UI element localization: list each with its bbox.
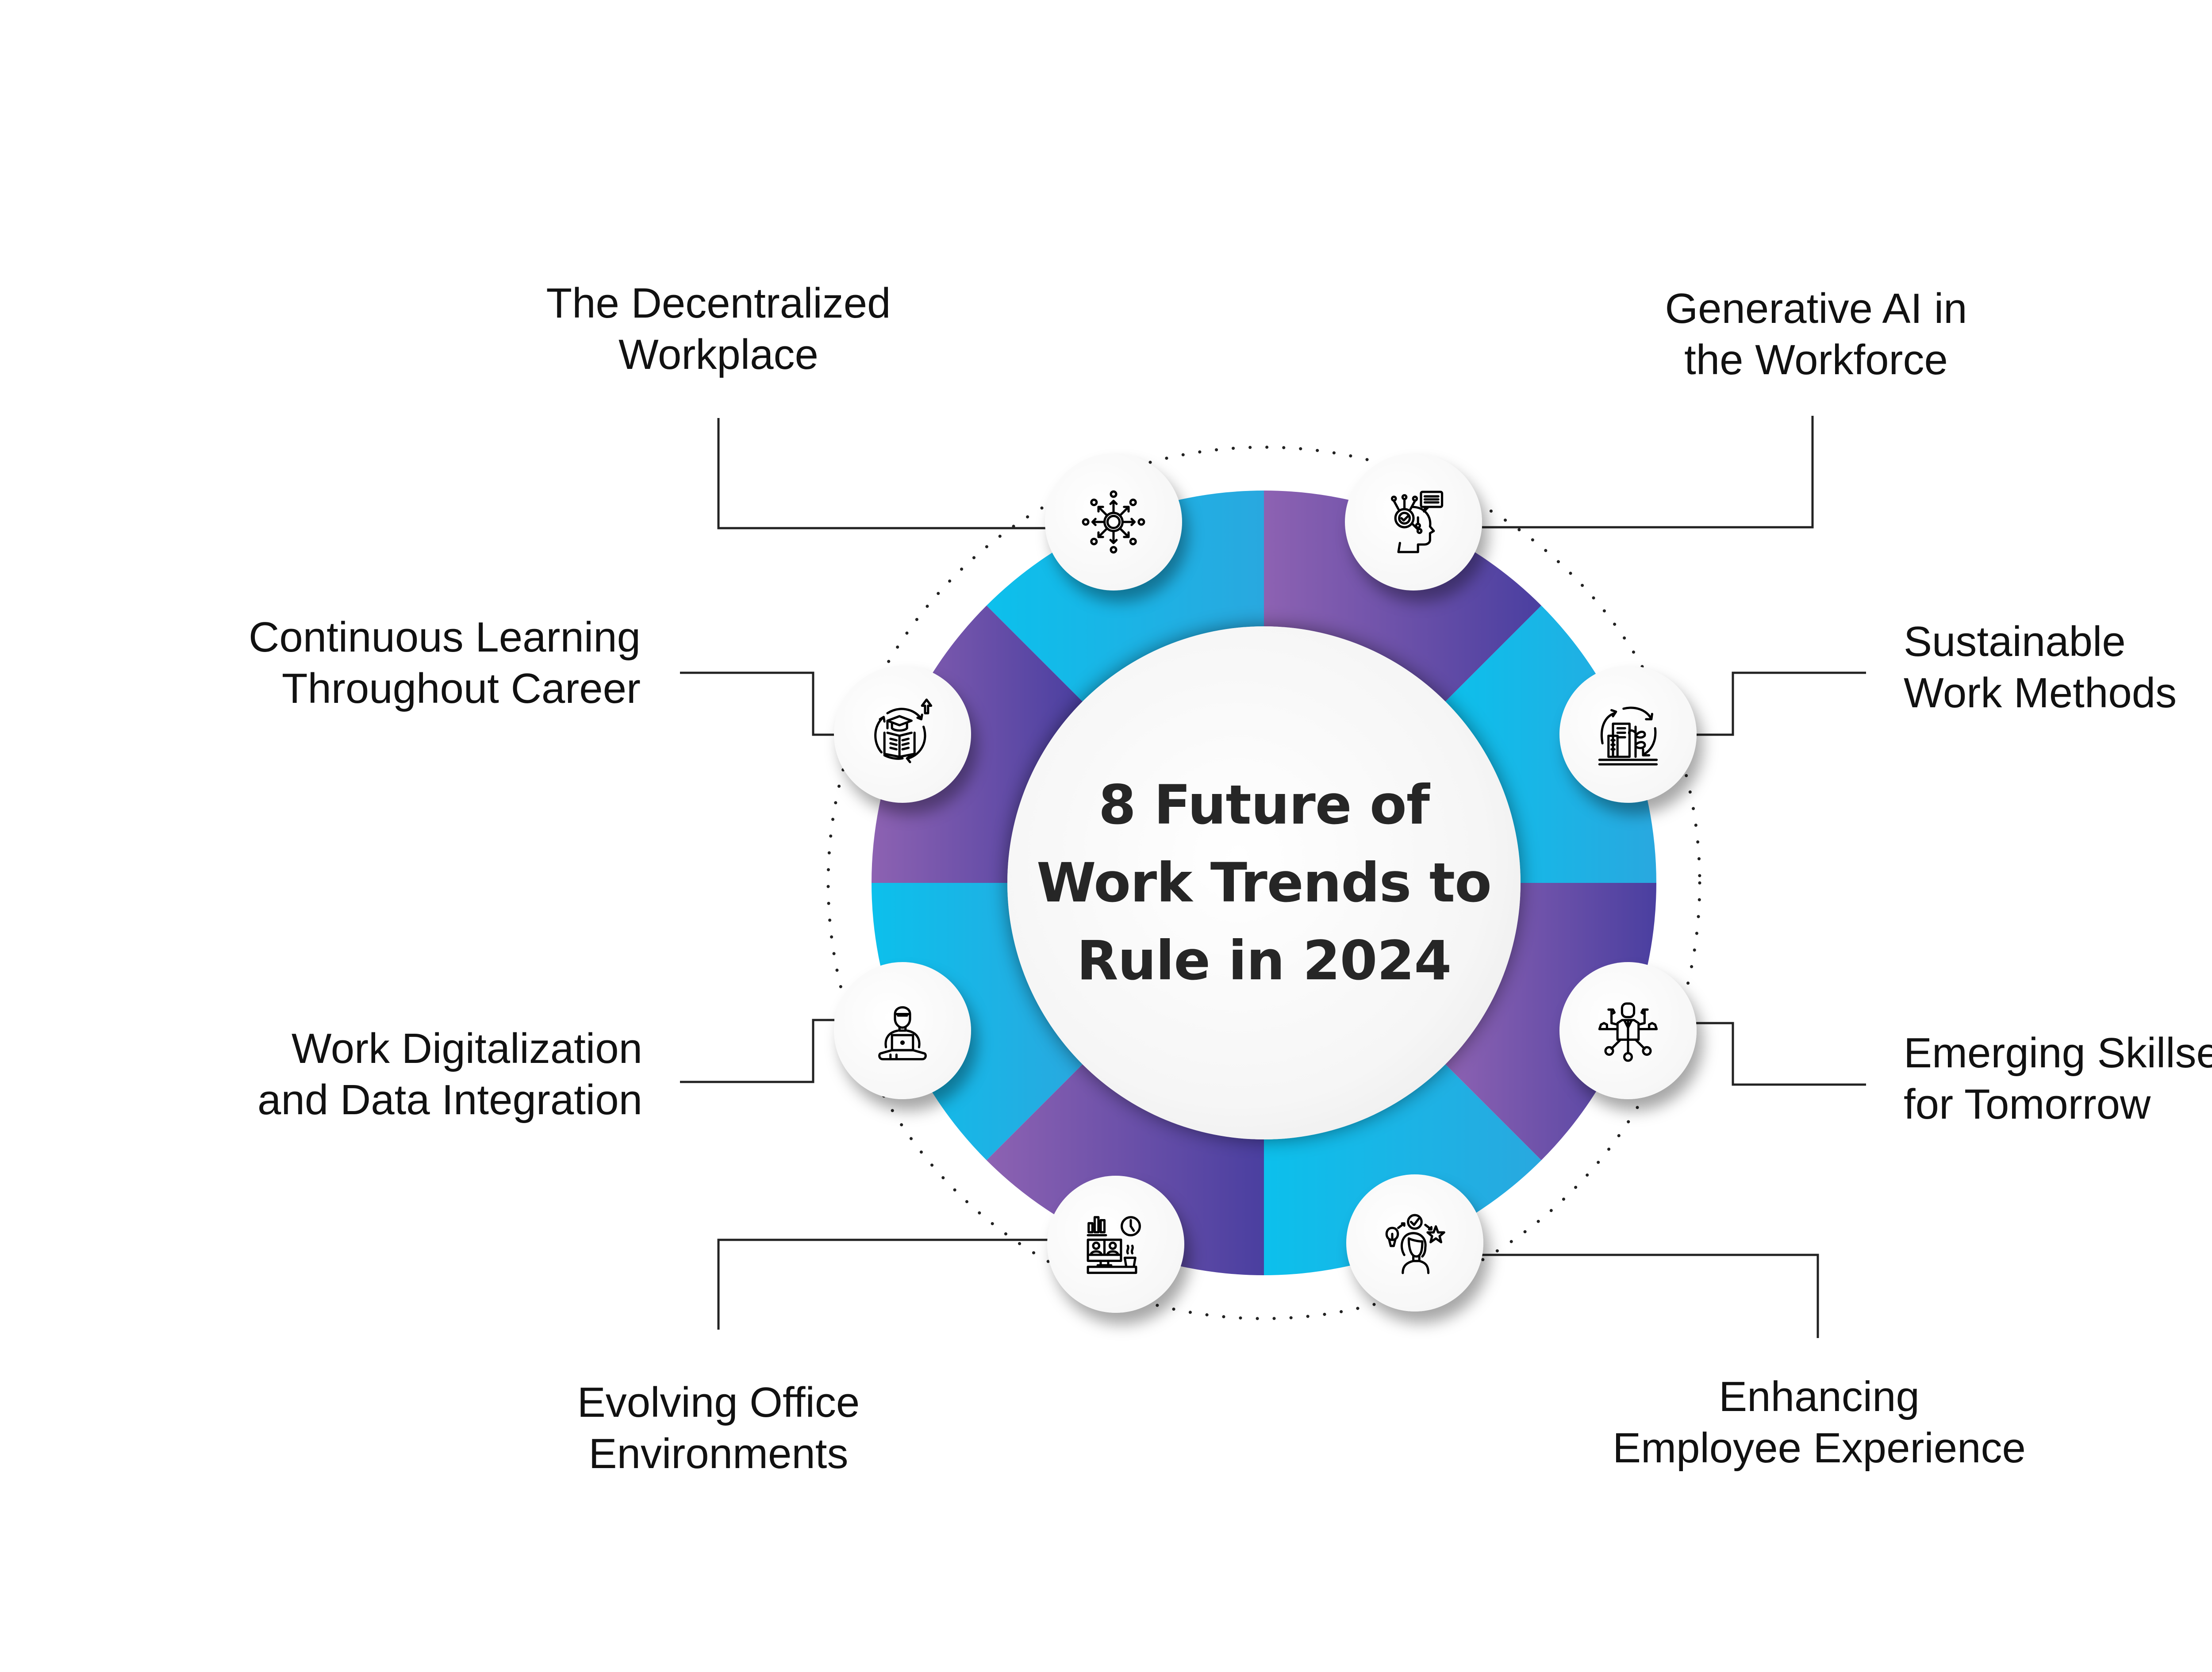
label-line: and Data Integration [257,1076,642,1124]
icon-badge-office [1047,1176,1184,1313]
green-building-cycle-icon [1598,706,1658,766]
person-laptop-icon [878,1006,927,1061]
title-line-1: 8 Future of [1098,774,1430,836]
label-line: Sustainable [1904,618,2126,665]
trend-label-decentralized: The Decentralized Workplace [546,278,891,380]
icon-badge-skillsets [1559,962,1697,1099]
connector-employee-experience [1481,1254,1819,1338]
trend-label-employee-experience: Enhancing Employee Experience [1613,1371,2026,1474]
label-line: Continuous Learning [249,614,641,661]
book-graduation-cycle-icon [874,698,933,763]
ring-segment-8 [872,606,1083,883]
center-disc [1007,626,1521,1139]
ring [872,491,1656,1275]
trend-label-skillsets: Emerging Skillsets for Tomorrow [1904,1028,2212,1130]
ring-segment-3 [1445,606,1656,883]
trend-label-learning: Continuous Learning Throughout Career [249,612,641,714]
employee-idea-star-icon [1385,1214,1445,1274]
ring-segment-4 [1445,883,1656,1160]
ring-segment-1 [987,491,1264,702]
label-line: Employee Experience [1613,1424,2026,1472]
dotted-orbit [826,445,1701,1320]
label-line: Environments [588,1430,849,1477]
office-desk-video-call-icon [1087,1216,1141,1274]
connector-digitalization [680,1019,834,1083]
diagram-title: 8 Future of Work Trends to Rule in 2024 [1037,766,1492,1000]
icon-badge-generative-ai [1345,453,1482,591]
multi-skill-person-icon [1598,1002,1658,1062]
icon-badge-decentralized [1045,453,1182,591]
icon-badge-employee-experience [1346,1174,1483,1312]
label-line: Evolving Office [577,1379,860,1426]
trend-label-generative-ai: Generative AI in the Workforce [1665,283,1967,386]
label-line: Emerging Skillsets [1904,1029,2212,1077]
label-line: the Workforce [1684,336,1948,383]
trend-label-digitalization: Work Digitalization and Data Integration [257,1023,642,1126]
ai-head-gear-icon [1391,491,1444,553]
label-line: Workplace [618,331,818,378]
icon-badge-sustainable [1559,666,1697,803]
icon-badge-learning [834,666,971,803]
connector-learning [680,671,834,736]
connector-sustainable [1696,671,1866,736]
label-line: Enhancing [1719,1373,1920,1420]
connector-skillsets [1696,1022,1866,1086]
label-line: Work Methods [1904,669,2177,717]
ring-segment-2 [1264,491,1541,702]
trend-label-sustainable: Sustainable Work Methods [1904,616,2177,719]
icon-badge-digitalization [834,962,971,1099]
connector-decentralized [717,418,1046,529]
ring-segment-7 [872,883,1083,1160]
title-line-3: Rule in 2024 [1076,929,1452,992]
label-line: The Decentralized [546,280,891,327]
ring-segment-5 [1264,1064,1541,1275]
connectors [680,416,1866,1338]
label-line: Throughout Career [281,665,641,712]
trend-label-office: Evolving Office Environments [577,1377,860,1480]
connector-generative-ai [1482,416,1814,529]
network-hub-icon [1082,490,1145,554]
label-line: for Tomorrow [1904,1081,2151,1128]
label-line: Generative AI in [1665,285,1967,332]
ring-segment-6 [987,1064,1264,1275]
title-line-2: Work Trends to [1037,851,1492,914]
label-line: Work Digitalization [291,1025,642,1072]
connector-office [717,1239,1048,1330]
